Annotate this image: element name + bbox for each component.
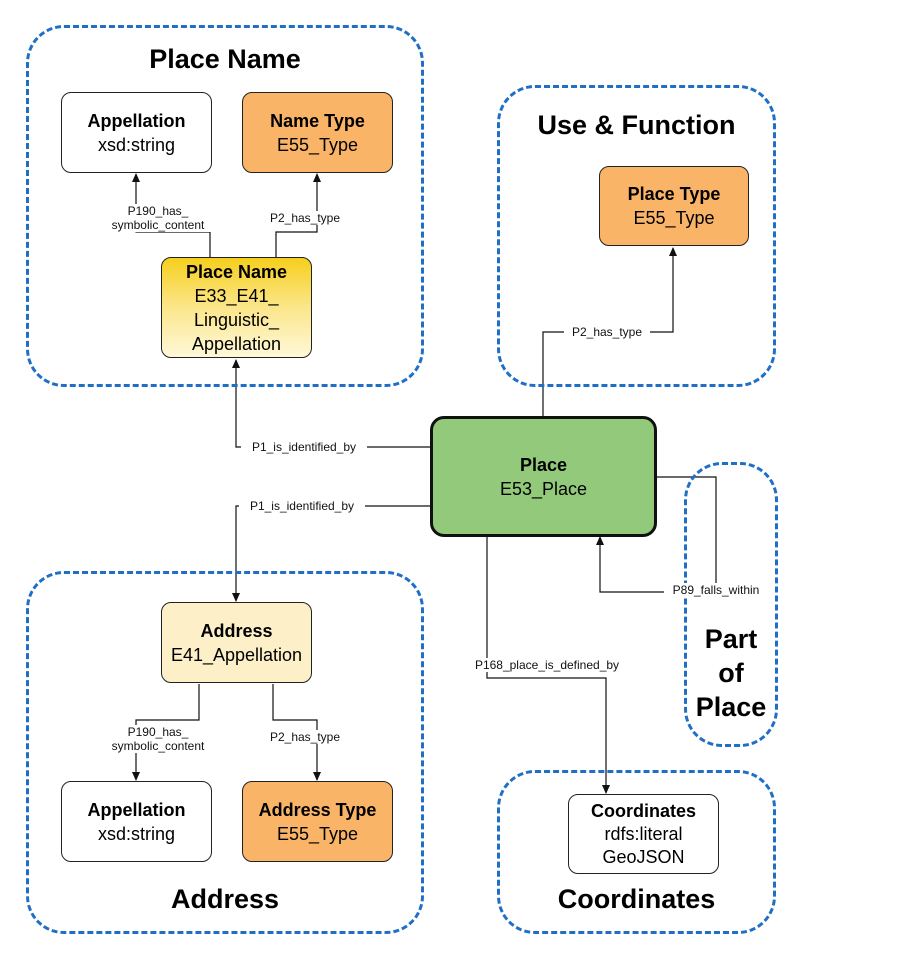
node-title: Appellation — [87, 799, 186, 820]
node-line: E55_Type — [633, 208, 715, 228]
group-address — [26, 571, 424, 934]
node-title: Place Type — [627, 184, 721, 204]
node-line: E41_Appellation — [170, 644, 303, 665]
group-place-name — [26, 25, 424, 387]
edge-label-p190-bottom: P190_has_ symbolic_content — [98, 725, 218, 753]
edge-label-p168: P168_place_is_defined_by — [462, 658, 632, 672]
node-place-type[interactable]: Place Type E55_Type — [599, 166, 749, 246]
node-place[interactable]: Place E53_Place — [430, 416, 657, 537]
node-name-type[interactable]: Name Type E55_Type — [242, 92, 393, 173]
edge-label-line: symbolic_content — [111, 218, 205, 232]
group-use-function — [497, 85, 776, 387]
group-title-address: Address — [170, 884, 280, 914]
group-title-use-function: Use & Function — [537, 110, 736, 140]
node-line: E55_Type — [276, 823, 359, 844]
edge-p2-top — [275, 173, 321, 257]
node-coordinates[interactable]: Coordinates rdfs:literal GeoJSON — [568, 794, 719, 874]
edge-label-p2-bottom: P2_has_type — [262, 730, 348, 744]
group-title-coordinates: Coordinates — [557, 884, 716, 914]
group-title-place-name: Place Name — [149, 44, 301, 74]
edge-label-p190-top: P190_has_ symbolic_content — [98, 204, 218, 232]
node-line: E33_E41_ — [194, 285, 279, 306]
node-title: Coordinates — [590, 800, 696, 821]
node-line: GeoJSON — [602, 846, 685, 867]
group-title-line: Part — [704, 624, 758, 654]
node-title: Address Type — [258, 799, 377, 820]
node-line: E55_Type — [276, 134, 359, 155]
node-line: xsd:string — [97, 823, 176, 844]
edge-p168 — [486, 537, 610, 794]
node-address[interactable]: Address E41_Appellation — [161, 602, 312, 683]
group-title-part-of-place: Part of Place — [684, 622, 778, 724]
edge-label-line: P190_has_ — [127, 725, 189, 739]
node-title: Place Name — [185, 261, 288, 282]
node-line: E53_Place — [499, 478, 588, 499]
edge-label-line: symbolic_content — [111, 739, 205, 753]
node-address-type[interactable]: Address Type E55_Type — [242, 781, 393, 862]
node-line: rdfs:literal — [604, 823, 683, 844]
edge-label-p2-top: P2_has_type — [262, 211, 348, 225]
node-title: Place — [519, 454, 568, 475]
node-line: Appellation — [191, 333, 282, 354]
edge-label-p2-use: P2_has_type — [564, 325, 650, 339]
node-appellation-top[interactable]: Appellation xsd:string — [61, 92, 212, 173]
node-title: Name Type — [270, 110, 365, 131]
group-title-line: of — [718, 658, 744, 688]
edge-label-p1-upper: P1_is_identified_by — [241, 440, 367, 454]
edge-label-p89: P89_falls_within — [664, 583, 768, 597]
edge-label-line: P190_has_ — [127, 204, 189, 218]
group-coordinates — [497, 770, 776, 934]
edge-p2-bottom — [272, 684, 321, 781]
group-part-of-place — [684, 462, 778, 747]
node-appellation-bottom[interactable]: Appellation xsd:string — [61, 781, 212, 862]
edge-p190-top — [132, 173, 211, 257]
node-title: Address — [200, 620, 273, 641]
node-line: Linguistic_ — [193, 309, 280, 330]
node-line: xsd:string — [97, 134, 176, 155]
group-title-line: Place — [695, 692, 767, 722]
edge-label-p1-lower: P1_is_identified_by — [239, 499, 365, 513]
node-place-name[interactable]: Place Name E33_E41_ Linguistic_ Appellat… — [161, 257, 312, 358]
node-title: Appellation — [87, 110, 186, 131]
edge-p1-lower — [232, 505, 430, 602]
